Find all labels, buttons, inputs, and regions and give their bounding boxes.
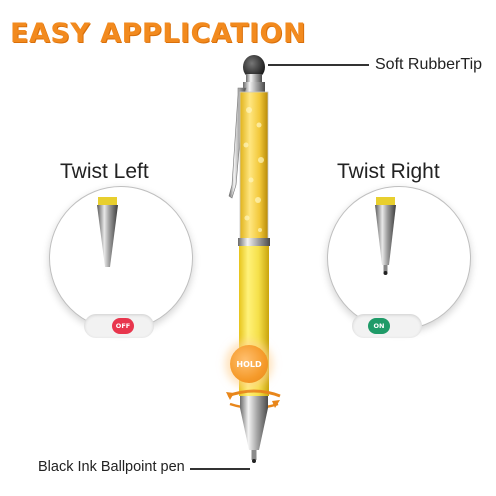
twist-left-toggle: OFF [84,314,154,338]
off-indicator: OFF [112,318,134,334]
twist-left-label: Twist Left [60,160,149,183]
retracted-tip-zoom [49,186,193,330]
rubber-tip-label: Soft RubberTip [375,56,483,73]
extended-tip-illustration [375,197,396,275]
ink-label: Black Ink Ballpoint pen [38,459,185,475]
ink-callout-line [190,468,250,470]
on-indicator: ON [368,318,390,334]
twist-right-label: Twist Right [337,160,440,183]
twist-right-toggle: ON [352,314,422,338]
rubber-tip-callout-line [268,64,369,66]
headline: EASY APPLICATION [10,18,307,49]
extended-tip-zoom [327,186,471,330]
hold-badge: HOLD [230,345,268,383]
retracted-tip-illustration [97,197,118,267]
